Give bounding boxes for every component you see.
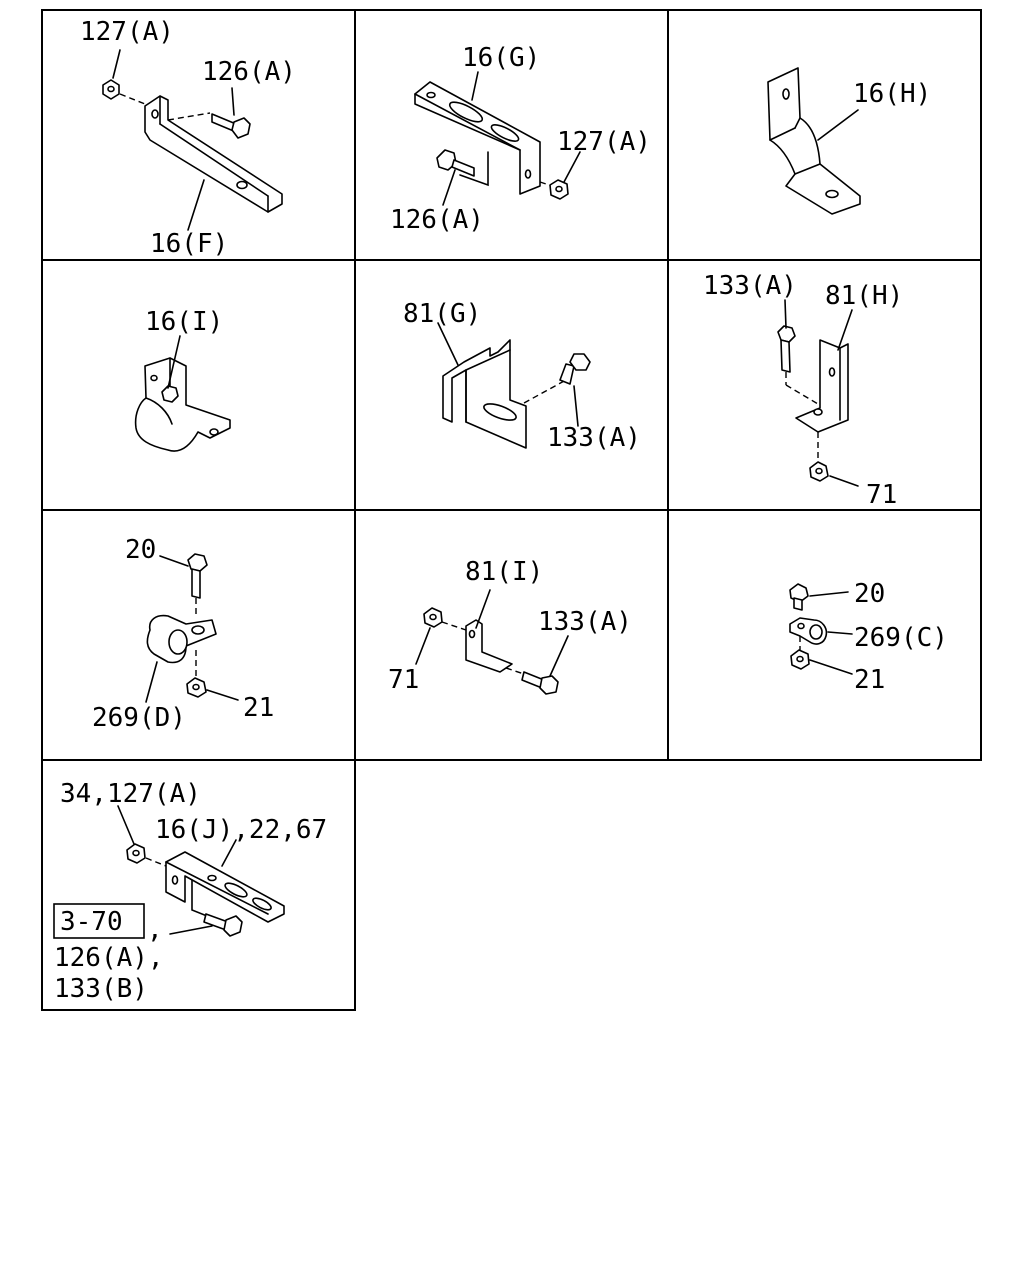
bolt-callout: 20 xyxy=(125,535,156,565)
panel-16j: 34,127(A) 16(J),22,67 3-70 , 126(A), 133… xyxy=(53,779,327,1004)
bolt-callout-2: 133(B) xyxy=(54,974,148,1004)
panel-16f: 127(A) 126(A) 16(F) xyxy=(80,17,296,259)
bracket-drawing xyxy=(442,339,527,449)
panel-81g: 81(G) 133(A) xyxy=(403,299,641,453)
bolt-callout: 20 xyxy=(854,579,885,609)
flange-bolt-drawing xyxy=(559,353,591,385)
bracket-drawing xyxy=(465,619,513,673)
panel-16h: 16(H) xyxy=(767,67,931,215)
flange-nut-drawing xyxy=(186,677,207,698)
flange-bolt-drawing xyxy=(203,913,243,937)
nut-callout: 127(A) xyxy=(557,127,651,157)
bracket-callout: 81(I) xyxy=(465,557,543,587)
reference-box[interactable]: 3-70 xyxy=(60,907,123,937)
clip-callout: 269(C) xyxy=(854,623,948,653)
bracket-drawing xyxy=(134,357,231,452)
flange-bolt-drawing xyxy=(521,671,559,695)
bracket-callout: 81(H) xyxy=(825,281,903,311)
nut-callout: 34,127(A) xyxy=(60,779,201,809)
grid-outer-frame xyxy=(41,9,982,761)
reference-separator: , xyxy=(147,915,163,945)
bolt-callout: 133(A) xyxy=(538,607,632,637)
flange-nut-drawing xyxy=(549,179,569,200)
pipe-clip-drawing xyxy=(789,617,828,645)
panel-269d: 20 269(D) 21 xyxy=(92,535,274,733)
flange-nut-drawing xyxy=(423,607,443,628)
flange-bolt-drawing xyxy=(777,325,796,373)
flange-nut-drawing xyxy=(790,649,810,670)
flange-bolt-drawing xyxy=(436,149,475,177)
panel-81h: 133(A) 81(H) 71 xyxy=(703,271,903,510)
grid-last-cell-frame xyxy=(41,759,356,1011)
flange-nut-drawing xyxy=(809,461,829,482)
bolt-callout: 133(A) xyxy=(547,423,641,453)
bolt-callout: 133(A) xyxy=(703,271,797,301)
nut-callout: 21 xyxy=(243,693,274,723)
panel-grid xyxy=(41,9,982,1011)
flange-nut-drawing xyxy=(102,79,120,100)
bracket-callout: 81(G) xyxy=(403,299,481,329)
clip-callout: 269(D) xyxy=(92,703,186,733)
bracket-drawing xyxy=(414,81,541,195)
bolt-callout: 126(A) xyxy=(390,205,484,235)
bracket-drawing xyxy=(767,67,861,215)
panel-16i: 16(I) xyxy=(134,307,231,452)
bracket-callout: 16(J),22,67 xyxy=(155,815,327,845)
panel-16g: 16(G) 127(A) 126(A) xyxy=(390,43,651,235)
bracket-drawing xyxy=(165,851,285,923)
panel-81i: 81(I) 71 133(A) xyxy=(388,557,632,695)
panel-269c: 20 269(C) 21 xyxy=(789,579,948,695)
bracket-drawing xyxy=(795,339,849,433)
ref-box-frame xyxy=(53,903,145,939)
bracket-callout: 16(G) xyxy=(462,43,540,73)
flange-bolt-drawing xyxy=(211,113,251,139)
nut-callout: 127(A) xyxy=(80,17,174,47)
bracket-drawing xyxy=(144,95,283,213)
bolt-callout-1: 126(A), xyxy=(54,943,164,973)
pipe-clip-drawing xyxy=(146,614,217,664)
nut-callout: 71 xyxy=(388,665,419,695)
bracket-callout: 16(I) xyxy=(145,307,223,337)
bracket-callout: 16(F) xyxy=(150,229,228,259)
nut-callout: 71 xyxy=(866,480,897,510)
bracket-callout: 16(H) xyxy=(853,79,931,109)
flange-bolt-drawing xyxy=(789,583,809,611)
flange-bolt-drawing xyxy=(187,553,208,599)
flange-nut-drawing xyxy=(126,843,146,864)
bolt-callout: 126(A) xyxy=(202,57,296,87)
nut-callout: 21 xyxy=(854,665,885,695)
